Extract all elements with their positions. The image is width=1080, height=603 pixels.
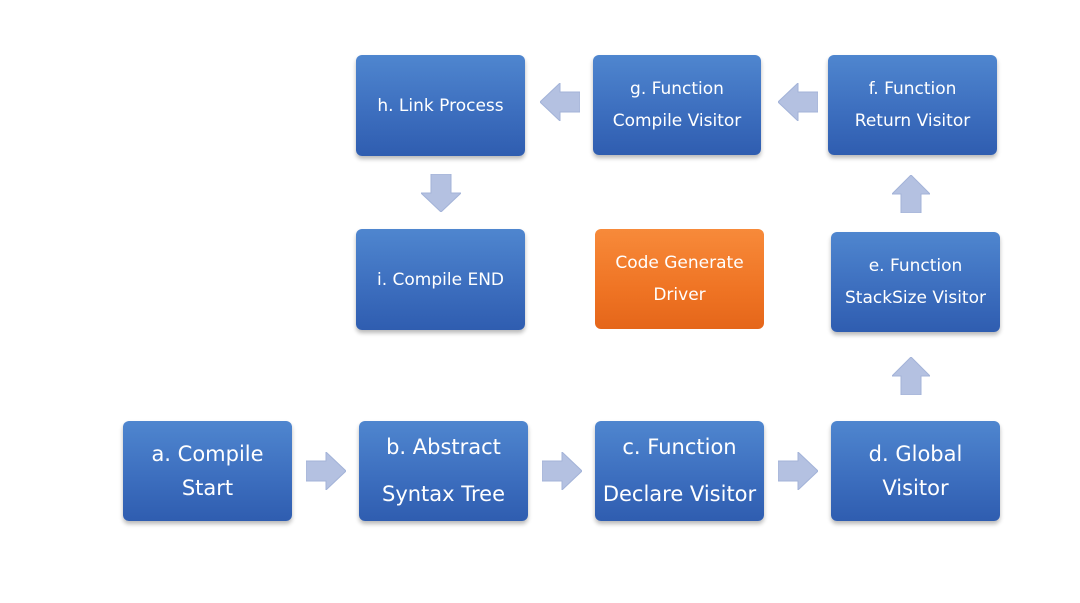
node-f-label: f. Function Return Visitor [854, 79, 971, 131]
node-d-global-visitor: d. Global Visitor [831, 421, 1000, 521]
arrow-f-to-g [778, 83, 818, 121]
node-e-function-stacksize-visitor: e. Function StackSize Visitor [831, 232, 1000, 332]
node-e-label: e. Function StackSize Visitor [845, 256, 986, 308]
driver-label: Code Generate Driver [615, 253, 744, 305]
node-d-label: d. Global Visitor [868, 442, 963, 500]
arrow-g-to-h [540, 83, 580, 121]
node-f-function-return-visitor: f. Function Return Visitor [828, 55, 997, 155]
node-b-abstract-syntax-tree: b. Abstract Syntax Tree [359, 421, 528, 521]
node-a-label: a. Compile Start [151, 442, 264, 500]
node-i-label: i. Compile END [376, 269, 504, 290]
arrow-e-to-f [892, 175, 930, 213]
node-i-compile-end: i. Compile END [356, 229, 525, 330]
node-g-function-compile-visitor: g. Function Compile Visitor [593, 55, 761, 155]
arrow-h-to-i [421, 174, 461, 212]
node-c-function-declare-visitor: c. Function Declare Visitor [595, 421, 764, 521]
node-c-label: c. Function Declare Visitor [602, 435, 757, 506]
node-g-label: g. Function Compile Visitor [612, 79, 742, 131]
node-a-compile-start: a. Compile Start [123, 421, 292, 521]
node-code-generate-driver: Code Generate Driver [595, 229, 764, 329]
node-b-label: b. Abstract Syntax Tree [381, 435, 506, 506]
arrow-d-to-e [892, 357, 930, 395]
arrow-b-to-c [542, 452, 582, 490]
node-h-label: h. Link Process [377, 95, 504, 116]
arrow-c-to-d [778, 452, 818, 490]
node-h-link-process: h. Link Process [356, 55, 525, 156]
arrow-a-to-b [306, 452, 346, 490]
